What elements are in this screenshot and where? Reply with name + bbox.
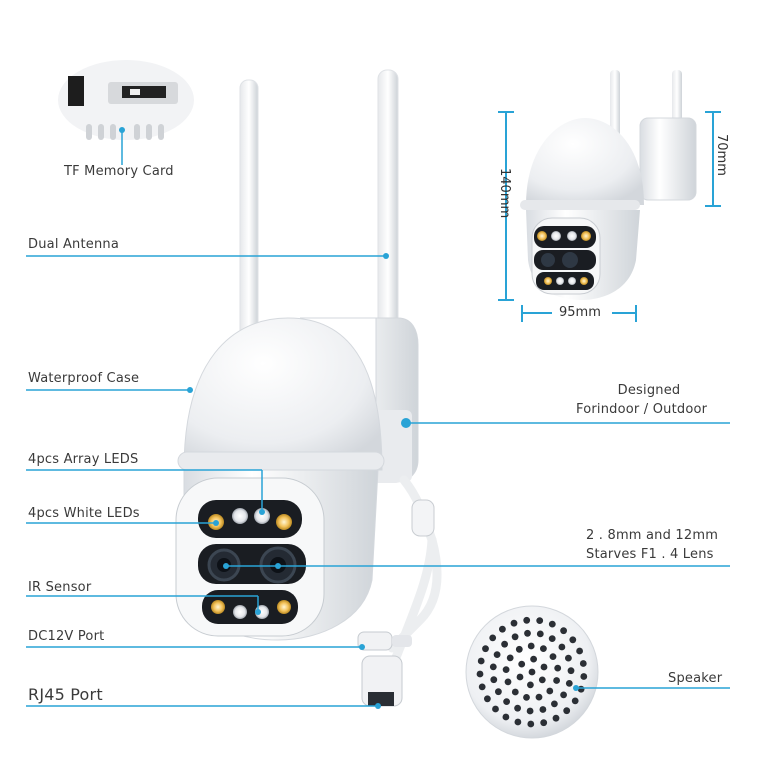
speaker-hole — [546, 687, 554, 695]
speaker-hole — [579, 660, 587, 667]
speaker-hole — [515, 645, 523, 653]
speaker-hole — [571, 697, 579, 705]
speaker-hole — [502, 713, 510, 721]
speaker-hole — [478, 683, 486, 691]
label-tf-card: TF Memory Card — [64, 164, 174, 179]
label-lens-2: Starves F1 . 4 Lens — [586, 547, 714, 562]
speaker-hole — [502, 666, 510, 673]
speaker-hole — [495, 688, 502, 696]
speaker-hole — [501, 640, 508, 648]
speaker-hole — [565, 654, 572, 662]
speaker-hole — [569, 636, 577, 644]
speaker-hole — [548, 620, 556, 628]
speaker-hole — [489, 634, 497, 642]
callout-dots — [187, 253, 579, 709]
speaker-hole — [492, 705, 499, 713]
speaker-hole — [540, 719, 548, 727]
speaker-hole — [548, 635, 556, 642]
dim-depth: 70mm — [714, 134, 729, 176]
speaker-hole — [535, 693, 543, 701]
label-designed-2: Forindoor / Outdoor — [576, 402, 708, 417]
speaker-hole — [527, 642, 535, 650]
label-dc-port: DC12V Port — [28, 629, 105, 644]
speaker-hole — [553, 677, 560, 684]
speaker-hole — [476, 670, 484, 678]
dimension-camera — [520, 70, 697, 300]
speaker-hole — [523, 616, 531, 624]
speaker-hole — [536, 630, 544, 638]
speaker-illustration — [465, 605, 599, 739]
speaker-hole — [504, 678, 512, 686]
speaker-hole — [540, 645, 547, 652]
label-speaker: Speaker — [668, 671, 723, 686]
speaker-hole — [528, 668, 536, 676]
speaker-hole — [506, 654, 514, 662]
speaker-hole — [489, 663, 497, 671]
callout-lines — [26, 130, 730, 707]
speaker-hole — [514, 718, 522, 726]
speaker-hole — [510, 619, 518, 627]
speaker-hole — [563, 707, 571, 715]
speaker-hole — [477, 657, 485, 665]
speaker-hole — [490, 676, 498, 684]
label-white-leds: 4pcs White LEDs — [28, 506, 140, 521]
speaker-hole — [580, 673, 588, 680]
speaker-hole — [538, 676, 546, 684]
speaker-hole — [552, 714, 560, 722]
speaker-hole — [516, 673, 524, 681]
speaker-hole — [511, 633, 519, 641]
dim-height: 140mm — [497, 168, 512, 219]
speaker-hole — [523, 694, 530, 701]
speaker-hole — [518, 660, 526, 668]
speaker-hole — [551, 700, 558, 708]
speaker-hole — [540, 663, 548, 671]
label-dual-antenna: Dual Antenna — [28, 237, 120, 252]
label-designed-1: Designed — [617, 383, 681, 398]
speaker-hole — [558, 643, 566, 651]
speaker-hole — [526, 707, 534, 715]
speaker-hole — [503, 698, 510, 705]
label-array-leds: 4pcs Array LEDS — [28, 452, 139, 467]
speaker-hole — [524, 629, 531, 637]
speaker-hole — [560, 691, 567, 699]
speaker-hole — [527, 681, 534, 689]
speaker-hole — [539, 706, 547, 713]
speaker-hole — [527, 720, 535, 728]
speaker-hole — [554, 664, 562, 672]
speaker-hole — [567, 667, 575, 675]
tf-card-inset — [58, 60, 194, 140]
speaker-hole — [499, 625, 506, 633]
speaker-hole — [565, 680, 573, 687]
speaker-hole — [511, 688, 519, 696]
speaker-hole — [549, 653, 557, 660]
dimension-lines — [498, 111, 721, 322]
speaker-hole — [482, 645, 489, 653]
speaker-hole — [576, 647, 583, 655]
speaker-hole — [530, 655, 537, 663]
speaker-hole — [560, 627, 567, 635]
main-camera — [175, 69, 442, 707]
label-ir-sensor: IR Sensor — [28, 580, 92, 595]
speaker-hole — [536, 617, 544, 624]
label-rj45-port: RJ45 Port — [28, 685, 103, 704]
label-waterproof-case: Waterproof Case — [28, 371, 140, 386]
speaker-hole — [484, 695, 491, 703]
speaker-hole — [514, 704, 521, 712]
speaker-hole — [493, 651, 501, 658]
dim-width: 95mm — [559, 305, 601, 320]
label-lens-1: 2 . 8mm and 12mm — [586, 528, 719, 543]
